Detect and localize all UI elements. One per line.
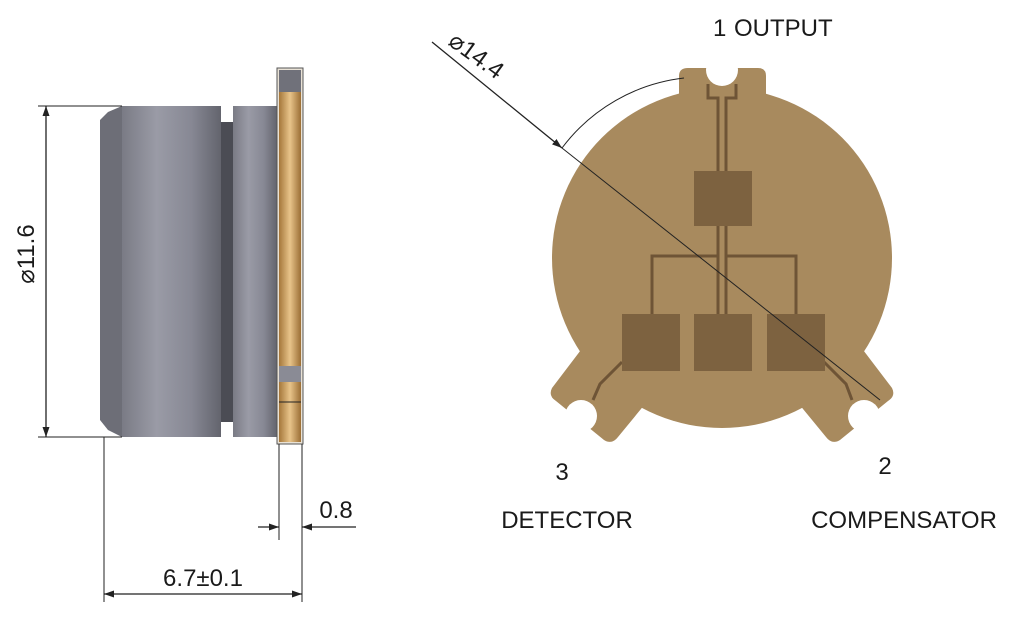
body-groove bbox=[221, 122, 233, 422]
body-rear-cylinder bbox=[233, 106, 277, 437]
flange-diameter-label: ⌀14.4 bbox=[443, 27, 508, 85]
pad-center-top bbox=[694, 171, 752, 226]
pin-3-number: 3 bbox=[555, 459, 568, 486]
body-main-cylinder bbox=[122, 106, 221, 437]
flange-thickness-label: 0.8 bbox=[319, 497, 352, 524]
side-view: ⌀11.6 0.8 6.7±0.1 bbox=[13, 67, 356, 602]
pin-3-label: DETECTOR bbox=[501, 507, 633, 534]
pin-view: ⌀14.4 1 OUTPUT 3 DETECTOR 2 COMPENSATOR bbox=[431, 15, 997, 534]
pad-detector bbox=[622, 314, 680, 371]
flange-thickness-dimension: 0.8 bbox=[258, 444, 356, 602]
pin-2-number: 2 bbox=[878, 453, 891, 480]
pin-1-label: OUTPUT bbox=[734, 15, 833, 42]
overall-length-dimension: 6.7±0.1 bbox=[103, 437, 302, 602]
flange-plate bbox=[279, 92, 301, 344]
pin-2-label: COMPENSATOR bbox=[811, 507, 997, 534]
flange-bottom-plate bbox=[279, 382, 301, 442]
flange-lower-plate bbox=[279, 344, 301, 366]
body-diameter-label: ⌀11.6 bbox=[13, 224, 40, 283]
flange-mid-block bbox=[279, 366, 301, 382]
body-front-cap bbox=[100, 106, 122, 437]
flange-top-block bbox=[279, 70, 301, 92]
pad-center-bottom bbox=[694, 314, 752, 371]
body-diameter-dimension: ⌀11.6 bbox=[13, 105, 122, 438]
pin-1-number: 1 bbox=[713, 15, 726, 42]
pad-compensator bbox=[767, 314, 825, 371]
overall-length-label: 6.7±0.1 bbox=[163, 565, 243, 592]
